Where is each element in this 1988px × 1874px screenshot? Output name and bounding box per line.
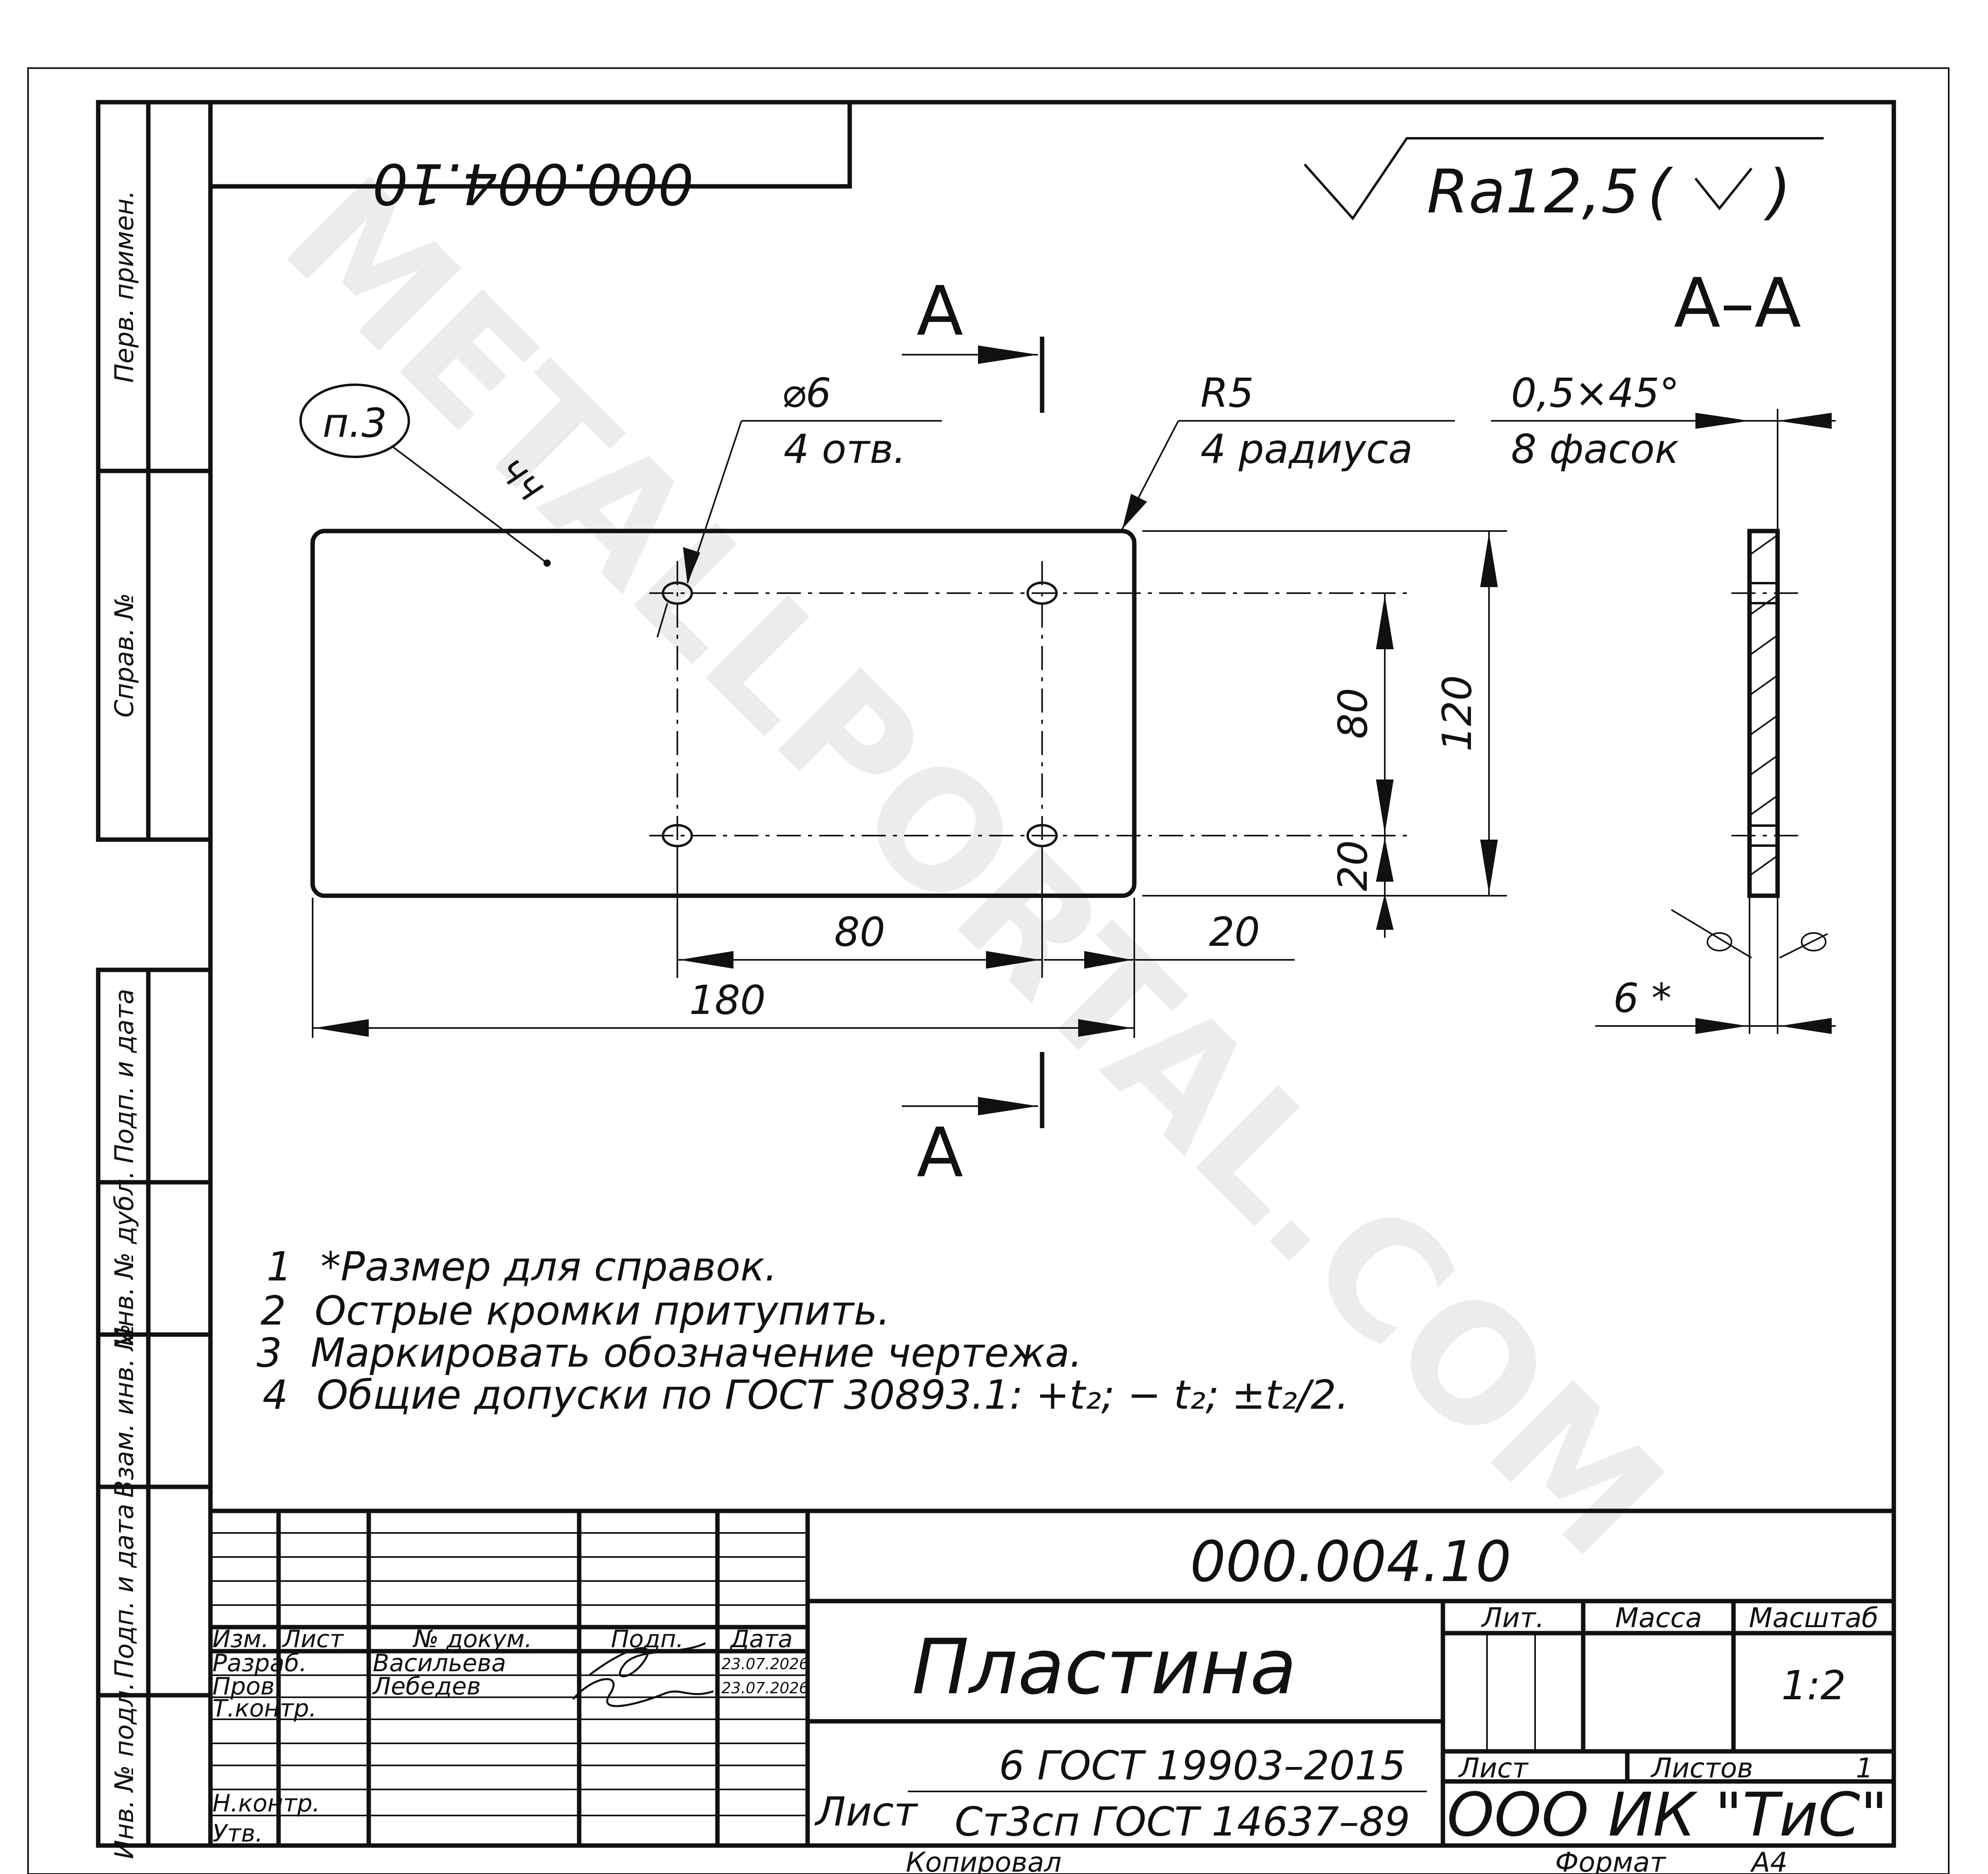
label-format: Формат — [1555, 1847, 1667, 1874]
outer-sheet-border — [27, 67, 1950, 1874]
hole-diameter: ⌀6 — [782, 370, 831, 416]
chamfer-callout: 0,5×45° 8 фасок — [1491, 370, 1836, 473]
role-nkontr: Н.контр. — [212, 1789, 320, 1817]
signatures — [572, 1642, 714, 1707]
svg-text:Общие допуски по ГОСТ 30893.1:: Общие допуски по ГОСТ 30893.1: +t₂; − t₂… — [317, 1371, 1349, 1418]
hole-count: 4 отв. — [784, 426, 906, 473]
dim-thickness: 6 * — [1613, 975, 1671, 1022]
label-inv-podl: Инв. № подл. — [110, 1682, 139, 1859]
format-value: А4 — [1750, 1847, 1788, 1874]
label-sheet: Лист — [1458, 1753, 1529, 1784]
svg-text:2: 2 — [261, 1287, 286, 1334]
title-drawing-number: 000.004.10 — [1190, 1529, 1511, 1595]
title-block: 000.004.10 Изм. Лист № докум. Подп. Дата… — [210, 1508, 1894, 1874]
horizontal-dimensions: 80 20 180 — [312, 846, 1295, 1038]
header-doc-no: № докум. — [412, 1625, 532, 1653]
label-vzam-inv: Взам. инв. № — [110, 1324, 139, 1498]
section-view-label: А–А — [1674, 264, 1801, 343]
label-lit: Лит. — [1481, 1602, 1545, 1634]
part-name: Пластина — [912, 1623, 1297, 1711]
dim-180: 180 — [689, 977, 766, 1024]
header-izm: Изм. — [212, 1625, 269, 1653]
note-3: 3 Маркировать обозначение чертежа. — [257, 1329, 1082, 1376]
note-1: 1 *Размер для справок. — [267, 1243, 777, 1290]
radius-callout: R5 4 радиуса — [1121, 370, 1455, 529]
plate-front-view — [310, 529, 1407, 898]
note-4: 4 Общие допуски по ГОСТ 30893.1: +t₂; − … — [263, 1371, 1349, 1418]
material-top: 6 ГОСТ 19903–2015 — [999, 1742, 1406, 1789]
material-prefix: Лист — [814, 1788, 918, 1835]
label-sheets: Листов — [1650, 1753, 1753, 1784]
section-letter-bottom: А — [917, 1113, 963, 1193]
dim-20-horizontal: 20 — [1209, 909, 1260, 955]
chamfer-count: 8 фасок — [1511, 426, 1679, 473]
svg-text:4: 4 — [263, 1371, 288, 1418]
role-tkontr: Т.контр. — [212, 1694, 317, 1723]
header-podp: Подп. — [611, 1625, 684, 1653]
role-razrab: Разраб. — [212, 1649, 307, 1677]
label-podp-data-2: Подп. и дата — [110, 1504, 139, 1678]
header-list: Лист — [282, 1625, 344, 1653]
section-cut-marks: А А А–А — [902, 264, 1801, 1193]
roughness-paren-close: ) — [1764, 157, 1791, 227]
razrab-date: 23.07.2026 — [721, 1655, 809, 1673]
label-masshtab: Масштаб — [1749, 1602, 1878, 1634]
label-massa: Масса — [1615, 1602, 1702, 1634]
prov-date: 23.07.2026 — [721, 1679, 809, 1697]
roughness-symbol: Ra12,5 ( ) — [1303, 137, 1824, 227]
svg-text:1: 1 — [267, 1243, 292, 1290]
company-name: ООО ИК "ТиС" — [1447, 1780, 1888, 1850]
material-bottom: Ст3сп ГОСТ 14637–89 — [955, 1798, 1410, 1845]
note-2: 2 Острые кромки притупить. — [261, 1287, 890, 1334]
header-data: Дата — [729, 1625, 792, 1653]
roughness-check-icon — [1694, 168, 1753, 210]
dim-80-vertical: 80 — [1329, 688, 1376, 739]
radius-count: 4 радиуса — [1200, 426, 1413, 473]
section-view: 6 * — [1595, 409, 1836, 1034]
razrab-name: Васильева — [373, 1649, 506, 1677]
svg-text:Острые кромки притупить.: Острые кромки притупить. — [315, 1287, 890, 1334]
radius-value: R5 — [1200, 370, 1254, 416]
technical-notes: 1 *Размер для справок. 2 Острые кромки п… — [257, 1243, 1349, 1418]
drawing-frame — [208, 100, 1896, 1848]
chamfer-value: 0,5×45° — [1511, 370, 1679, 416]
svg-text:3: 3 — [257, 1329, 282, 1376]
label-copied: Копировал — [906, 1847, 1062, 1874]
vertical-dimensions: 120 80 20 — [1142, 530, 1507, 938]
scale-value: 1:2 — [1782, 1662, 1846, 1709]
dim-80-horizontal: 80 — [834, 909, 885, 955]
label-podp-data-1: Подп. и дата — [110, 989, 139, 1163]
side-strip: Перв. примен. Справ. № Подп. и дата Инв.… — [96, 100, 210, 1859]
roughness-value: Ra12,5 — [1427, 157, 1639, 227]
roughness-paren-open: ( — [1647, 157, 1673, 227]
role-prov: Пров. — [212, 1672, 282, 1700]
dim-120: 120 — [1434, 675, 1481, 752]
svg-text:*Размер для справок.: *Размер для справок. — [321, 1243, 777, 1290]
drawing-number-mirrored: 000.004.10 — [372, 151, 694, 216]
sheets-count: 1 — [1856, 1753, 1873, 1784]
label-perv-primen: Перв. примен. — [110, 190, 139, 383]
svg-text:Маркировать обозначение чертеж: Маркировать обозначение чертежа. — [311, 1329, 1082, 1376]
mirrored-number-box: 000.004.10 — [210, 102, 852, 216]
prov-name: Лебедев — [372, 1672, 481, 1700]
label-inv-dubl: Инв. № дубл. — [110, 1171, 139, 1346]
dim-20-vertical: 20 — [1329, 840, 1376, 891]
item-ref-text: п.3 — [323, 400, 387, 446]
section-letter-top: А — [917, 272, 963, 351]
label-sprav-no: Справ. № — [110, 593, 139, 717]
role-utv: Утв. — [212, 1819, 263, 1848]
hole-callout: ⌀6 4 отв. — [657, 370, 942, 638]
